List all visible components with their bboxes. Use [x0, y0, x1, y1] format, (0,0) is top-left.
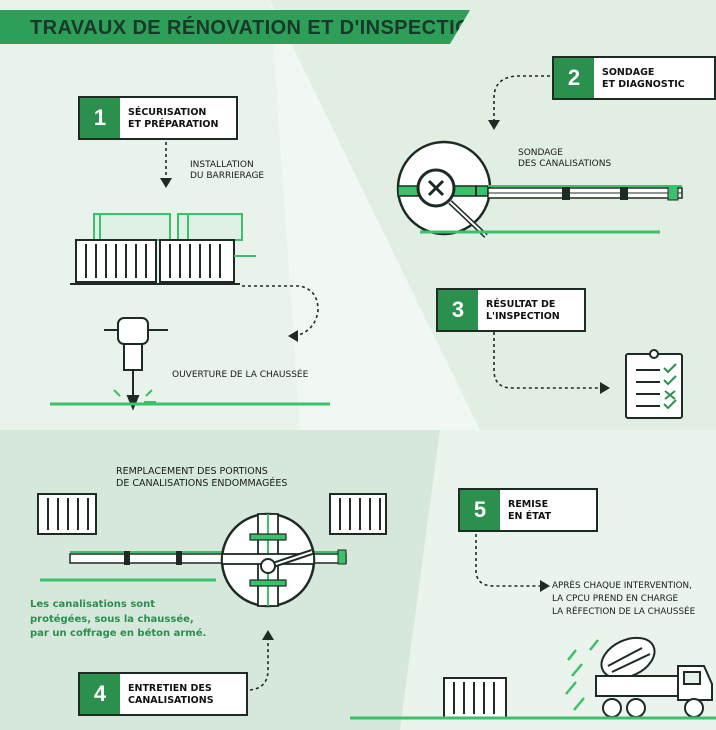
- concrete-mixer-truck-icon: [565, 636, 713, 718]
- step-1-label: SÉCURISATION ET PRÉPARATION: [120, 98, 236, 138]
- apres-label: APRÈS CHAQUE INTERVENTION, LA CPCU PREND…: [552, 580, 695, 618]
- step-5-number: 5: [460, 490, 500, 530]
- step-4-box: 4 ENTRETIEN DES CANALISATIONS: [78, 672, 248, 716]
- step-5-label-line1: REMISE: [508, 499, 549, 510]
- step-3-number: 3: [438, 290, 478, 330]
- installation-label-line2: DU BARRIERAGE: [190, 171, 265, 182]
- step-1-arrow-head: [160, 178, 172, 188]
- step-4-arrow-head: [262, 630, 274, 640]
- apres-label-line2: LA CPCU PREND EN CHARGE: [552, 593, 679, 604]
- ouverture-label: OUVERTURE DE LA CHAUSSÉE: [172, 370, 309, 380]
- protection-note-line3: par un coffrage en béton armé.: [30, 628, 207, 639]
- remplacement-label: REMPLACEMENT DES PORTIONS DE CANALISATIO…: [116, 466, 287, 490]
- step-5-box: 5 REMISE EN ÉTAT: [458, 488, 598, 532]
- step-2-label: SONDAGE ET DIAGNOSTIC: [594, 58, 714, 98]
- apres-label-line3: LA RÉFECTION DE LA CHAUSSÉE: [552, 606, 696, 617]
- protection-note: Les canalisations sont protégées, sous l…: [30, 598, 206, 642]
- barrier-right-icon: [329, 493, 387, 535]
- step-3-label: RÉSULTAT DE L'INSPECTION: [478, 290, 584, 330]
- remplacement-label-line2: DE CANALISATIONS ENDOMMAGÉES: [116, 477, 288, 489]
- step-3-arrow-head: [600, 382, 610, 394]
- step-3-label-line2: L'INSPECTION: [486, 310, 560, 322]
- step-1-dashed-arrow: [242, 285, 319, 337]
- step-2-label-line2: ET DIAGNOSTIC: [602, 78, 685, 90]
- step-4-arrow: [249, 640, 269, 691]
- installation-label-line1: INSTALLATION: [190, 160, 254, 170]
- step-5-arrow-head: [540, 580, 550, 592]
- step-2-arrow: [493, 75, 550, 120]
- step-4-label: ENTRETIEN DES CANALISATIONS: [120, 674, 246, 714]
- step-1-label-line1: SÉCURISATION: [128, 107, 207, 118]
- step-2-label-line1: SONDAGE: [602, 67, 655, 78]
- title-banner: TRAVAUX DE RÉNOVATION ET D'INSPECTION: [0, 10, 470, 44]
- step-1-dashed-arrow-head: [288, 330, 298, 342]
- step-5-arrow: [475, 534, 540, 587]
- barrier-left-icon: [37, 493, 97, 535]
- barrier-icon: [70, 213, 256, 285]
- step-5-label-line2: EN ÉTAT: [508, 510, 552, 522]
- sondage-label-line2: DES CANALISATIONS: [518, 159, 612, 170]
- step-2-box: 2 SONDAGE ET DIAGNOSTIC: [552, 56, 716, 100]
- step-1-label-line2: ET PRÉPARATION: [128, 118, 219, 130]
- step-3-box: 3 RÉSULTAT DE L'INSPECTION: [436, 288, 586, 332]
- step-4-label-line2: CANALISATIONS: [128, 694, 214, 706]
- step-1-number: 1: [80, 98, 120, 138]
- jackhammer-icon: [104, 317, 168, 411]
- pipe-2: [487, 185, 683, 201]
- remplacement-label-line1: REMPLACEMENT DES PORTIONS: [116, 466, 268, 477]
- barrier-step5-icon: [443, 677, 507, 719]
- step-3-arrow: [493, 332, 600, 389]
- magnifier-icon: [396, 140, 492, 238]
- page-title: TRAVAUX DE RÉNOVATION ET D'INSPECTION: [30, 17, 486, 39]
- step-1-box: 1 SÉCURISATION ET PRÉPARATION: [78, 96, 238, 140]
- step-5-label: REMISE EN ÉTAT: [500, 490, 596, 530]
- installation-label: INSTALLATION DU BARRIERAGE: [190, 160, 264, 183]
- wrench-icon: [220, 512, 316, 608]
- step-2-number: 2: [554, 58, 594, 98]
- sondage-label-line1: SONDAGE: [518, 148, 563, 158]
- step-4-label-line1: ENTRETIEN DES: [128, 683, 212, 694]
- step-3-label-line1: RÉSULTAT DE: [486, 299, 556, 310]
- sondage-label: SONDAGE DES CANALISATIONS: [518, 148, 611, 171]
- apres-label-line1: APRÈS CHAQUE INTERVENTION,: [552, 581, 692, 591]
- step-4-number: 4: [80, 674, 120, 714]
- protection-note-line1: Les canalisations sont: [30, 599, 156, 610]
- protection-note-line2: protégées, sous la chaussée,: [30, 613, 194, 625]
- step-2-arrow-head: [488, 120, 500, 130]
- checklist-icon: [625, 349, 683, 419]
